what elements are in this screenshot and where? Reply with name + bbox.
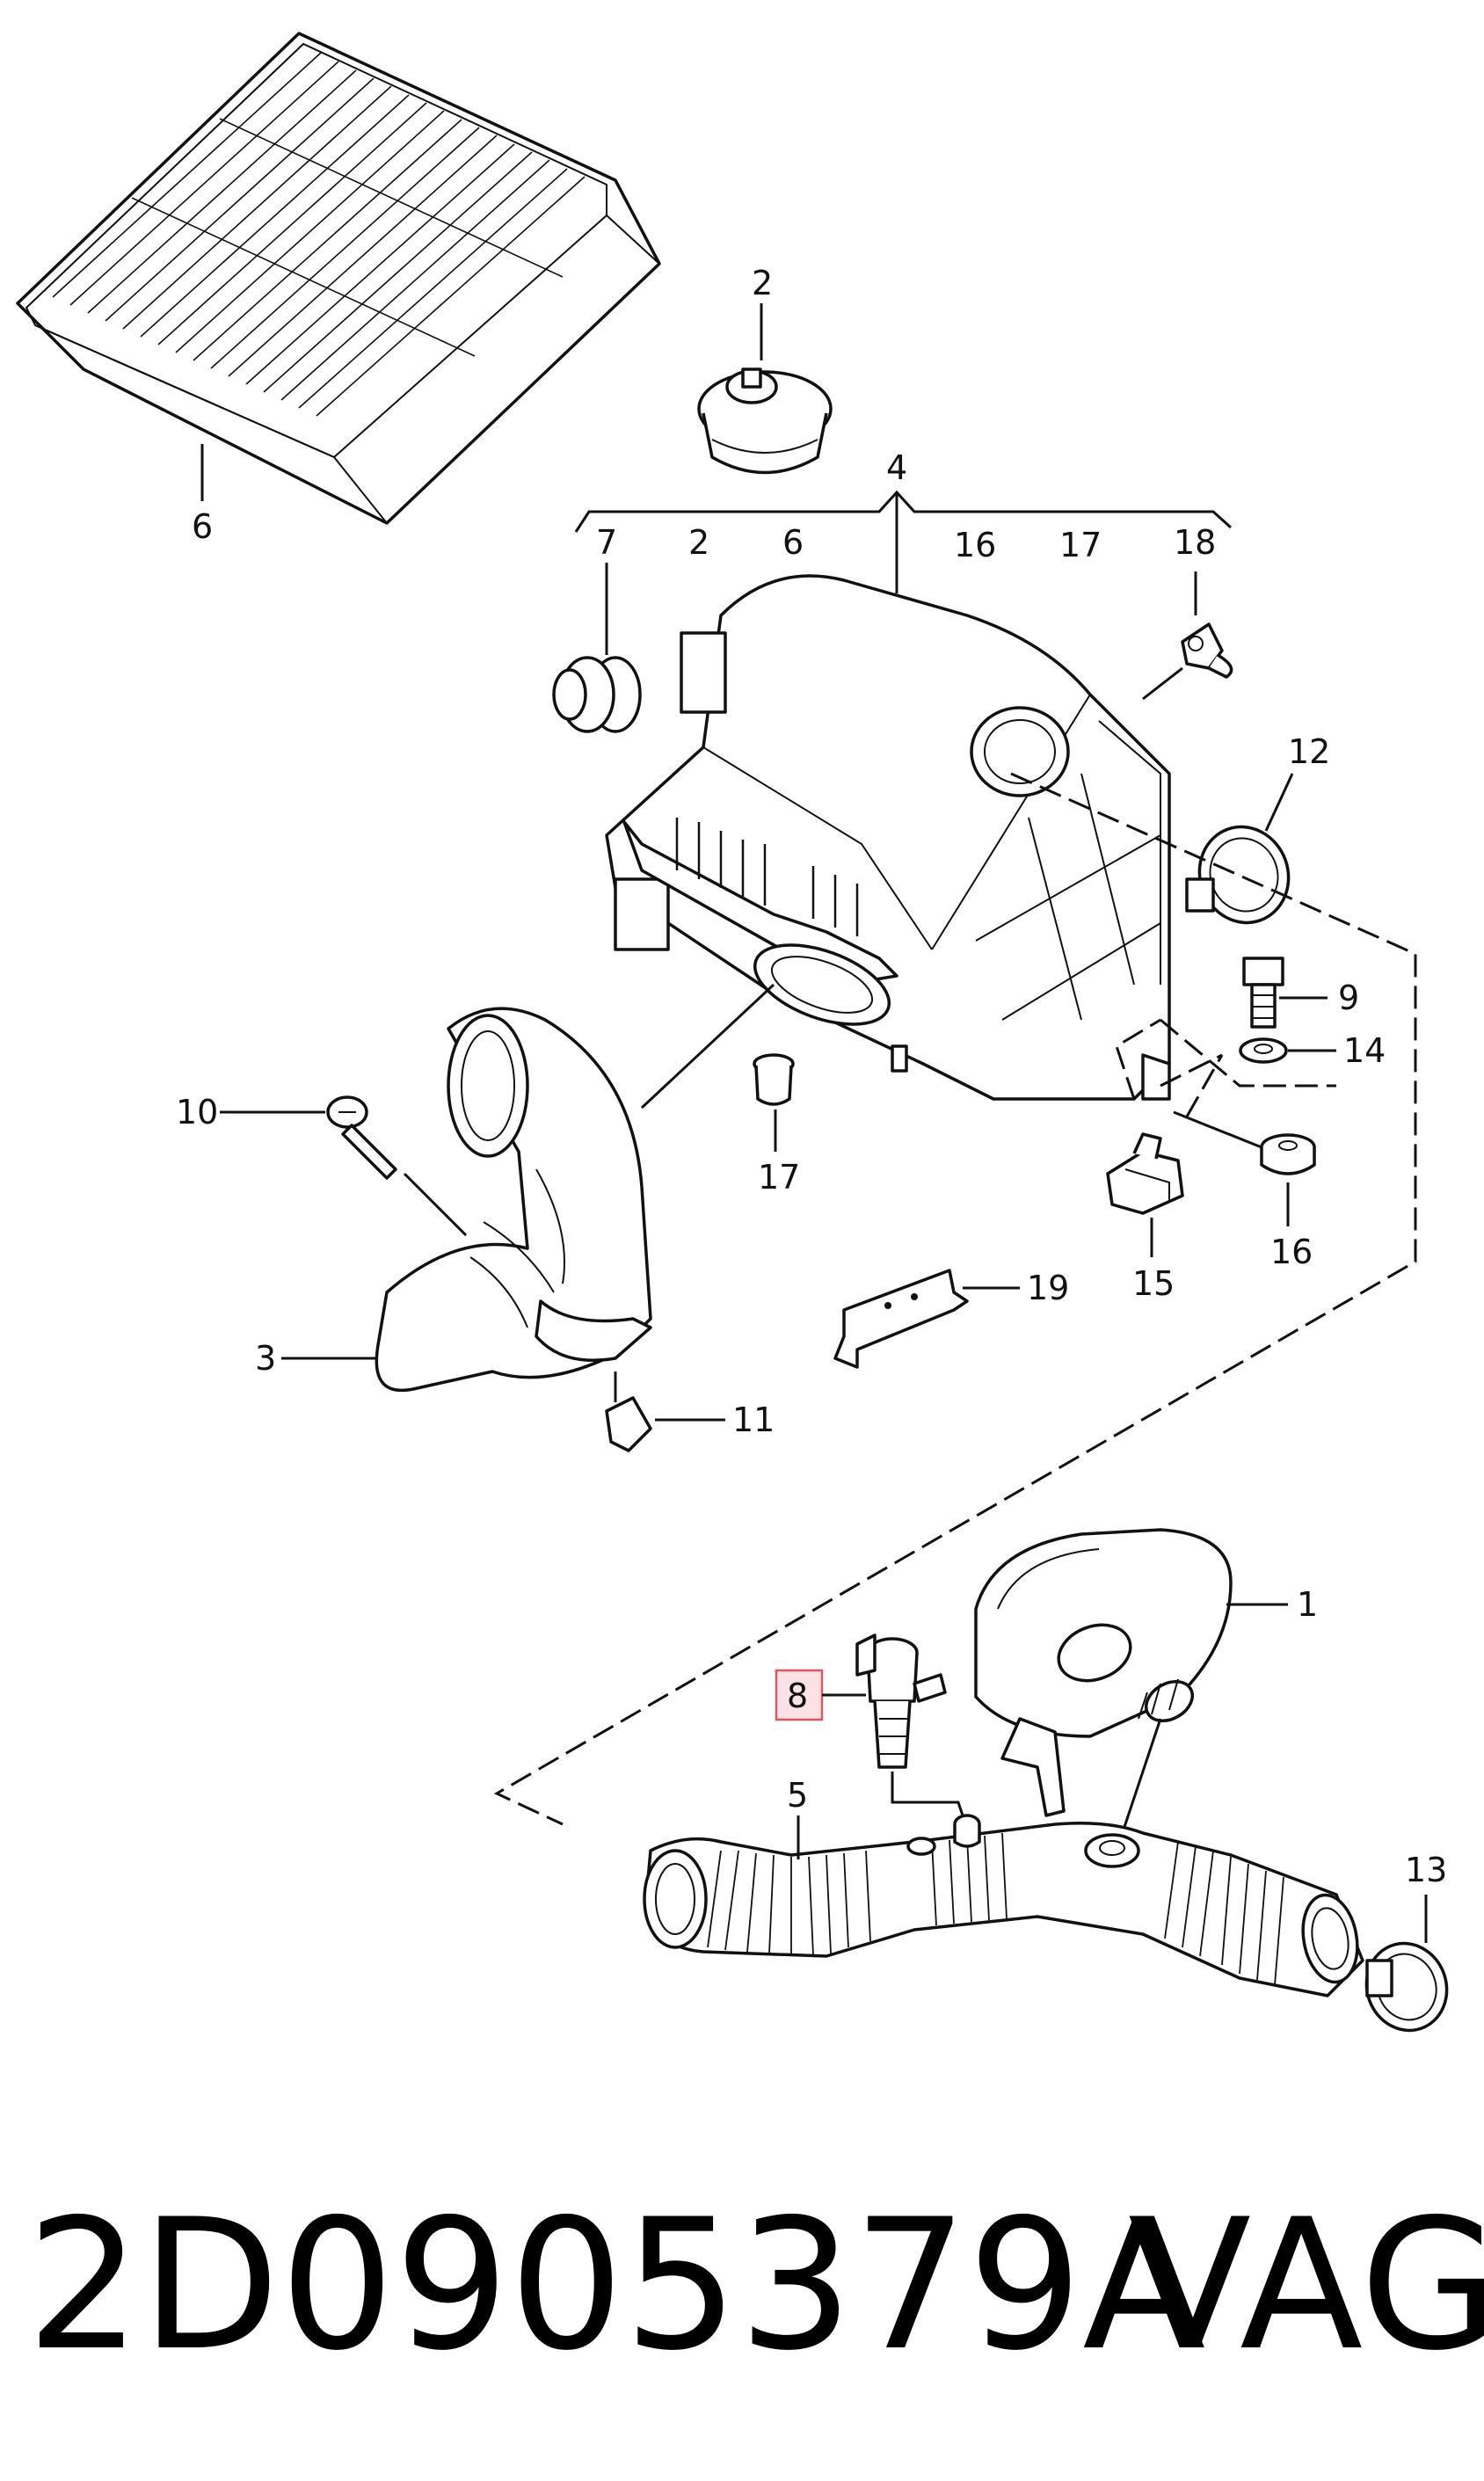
clamp-part-12-drawing: [1185, 825, 1291, 925]
label-part-16: 16: [1270, 1233, 1313, 1271]
rubber-mount-part-16-drawing: [1260, 1133, 1316, 1175]
bushing-part-17-drawing: [753, 1053, 795, 1106]
label-part-1: 1: [1297, 1585, 1318, 1624]
part-number: 2D0905379A: [26, 2181, 1206, 2390]
label-part-8: 8: [787, 1677, 808, 1715]
label-part-9: 9: [1338, 979, 1359, 1017]
air-hose-part-5-drawing: [643, 1814, 1364, 1997]
label-group-16: 16: [954, 526, 996, 564]
grommet-part-7-drawing: [552, 656, 642, 733]
label-part-6: 6: [192, 507, 213, 546]
label-part-15: 15: [1132, 1264, 1175, 1303]
bracket-part-19-drawing: [833, 1269, 969, 1369]
label-part-14: 14: [1343, 1031, 1386, 1070]
resonator-part-1-drawing: [974, 1528, 1233, 1817]
air-filter-element-drawing: [16, 32, 661, 525]
label-part-3: 3: [255, 1339, 276, 1378]
label-group-18: 18: [1174, 523, 1216, 562]
grommet-part-2-drawing: [697, 367, 833, 475]
label-part-12: 12: [1288, 732, 1330, 771]
label-part-2: 2: [752, 264, 773, 302]
clip-part-18-drawing: [1181, 622, 1233, 679]
clamp-part-13-drawing: [1364, 1941, 1449, 2033]
screw-part-10-drawing: [326, 1095, 397, 1180]
label-part-5: 5: [787, 1776, 808, 1815]
label-part-11: 11: [732, 1401, 775, 1439]
air-filter-housing-drawing: [605, 574, 1171, 1101]
label-group-17: 17: [1059, 526, 1102, 564]
label-group-2: 2: [688, 523, 709, 562]
label-part-17: 17: [758, 1158, 800, 1197]
brand-name: VAG: [1128, 2181, 1484, 2390]
bracket-part-15-drawing: [1106, 1132, 1184, 1215]
clip-part-11-drawing: [605, 1396, 652, 1452]
label-part-10: 10: [176, 1093, 218, 1131]
label-part-13: 13: [1405, 1851, 1447, 1889]
part-number-caption: 2D0905379A VAG: [0, 2172, 1484, 2400]
sensor-part-8-drawing: [855, 1633, 947, 1769]
label-part-19: 19: [1027, 1269, 1069, 1307]
intake-duct-part-3-drawing: [375, 1007, 652, 1393]
label-group-6: 6: [782, 523, 804, 562]
label-part-4: 4: [886, 448, 907, 487]
label-group-7: 7: [596, 523, 617, 562]
washer-part-14-drawing: [1239, 1037, 1288, 1064]
bolt-part-9-drawing: [1242, 957, 1284, 1029]
